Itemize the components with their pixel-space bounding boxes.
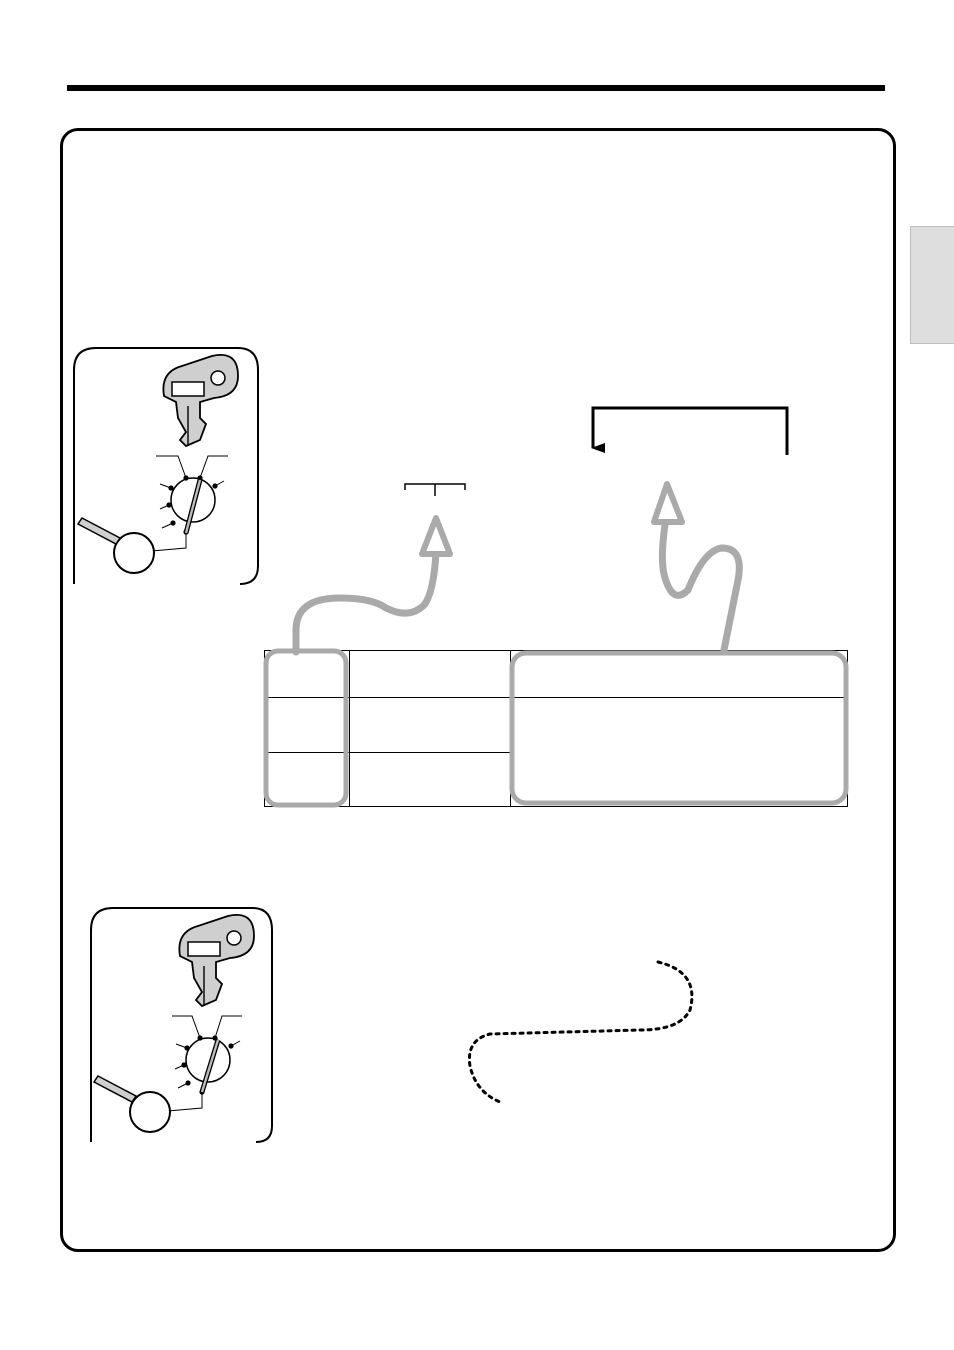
table-row [264,752,848,807]
upper-key-panel [73,347,259,585]
header-rule [67,85,885,91]
table-cell [349,697,511,753]
mode-table [264,650,848,807]
lower-key-panel [90,907,273,1143]
table-row [264,650,848,698]
table-cell [264,650,350,698]
table-cell [510,650,848,698]
table-cell [264,697,350,753]
table-cell [510,697,848,807]
column-highlight [509,650,849,806]
return-arrow [591,406,789,455]
mode-key-icon [92,914,255,1133]
column-highlight [263,648,349,808]
field-bracket [404,483,466,496]
mode-key-icon [76,354,239,574]
highlight-arrow-right [651,481,743,654]
table-cell [349,752,511,807]
section-thumb-tab [910,226,954,344]
highlight-arrow-left [292,515,453,656]
table-row [264,697,848,807]
content-frame [60,128,896,1252]
dotted-connector [467,960,694,1104]
table-cell [349,650,511,698]
